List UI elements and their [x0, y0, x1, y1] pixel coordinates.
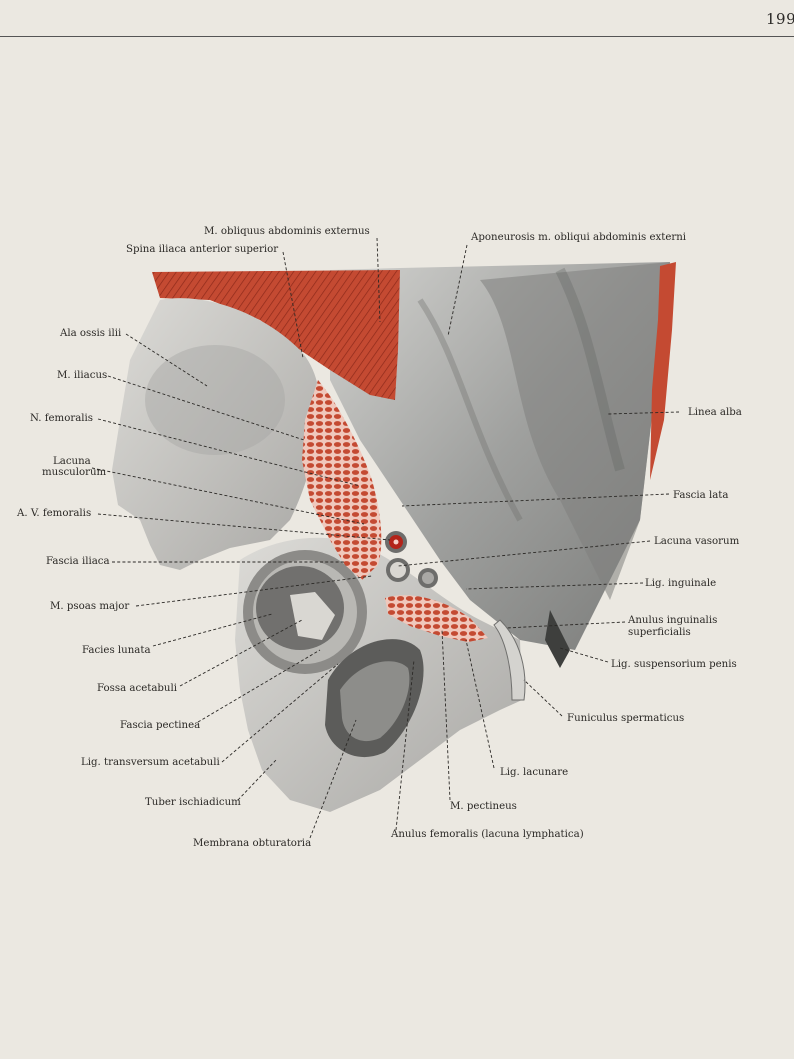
label-anulus-femoralis: Anulus femoralis (lacuna lymphatica): [391, 829, 584, 840]
label-membrana-obturatoria: Membrana obturatoria: [193, 838, 312, 849]
label-lig-lacunare: Lig. lacunare: [500, 767, 569, 778]
label-anulus-inguinalis-2: superficialis: [628, 627, 691, 638]
label-fascia-iliaca: Fascia iliaca: [46, 556, 110, 567]
label-lig-suspensorium: Lig. suspensorium penis: [611, 659, 737, 670]
label-m-iliacus: M. iliacus: [57, 370, 108, 381]
pectineus-muscle: [385, 595, 488, 642]
aponeurosis-shading: [480, 262, 670, 600]
label-lacuna-vasorum: Lacuna vasorum: [654, 536, 740, 547]
label-ala-ossis-ilii: Ala ossis ilii: [60, 328, 122, 339]
label-aponeurosis: Aponeurosis m. obliqui abdominis externi: [471, 232, 687, 243]
label-n-femoralis: N. femoralis: [30, 413, 94, 424]
fossa-acetabuli-shape: [290, 592, 335, 640]
label-fascia-lata: Fascia lata: [673, 490, 729, 501]
label-lig-transversum: Lig. transversum acetabuli: [81, 757, 220, 768]
leader-lines: [91, 237, 680, 839]
label-obliquus-externus: M. obliquus abdominis externus: [204, 226, 370, 237]
obliquus-muscle: [152, 270, 400, 400]
label-lacuna-musculorum-1: Lacuna: [53, 456, 91, 467]
label-lig-inguinale: Lig. inguinale: [645, 578, 717, 589]
label-av-femoralis: A. V. femoralis: [17, 508, 92, 519]
label-fascia-pectinea: Fascia pectinea: [120, 720, 201, 731]
funiculus-shape: [493, 619, 526, 701]
label-spina-iliaca: Spina iliaca anterior superior: [126, 244, 279, 255]
label-anulus-inguinalis-1: Anulus inguinalis: [628, 615, 718, 626]
page-number: 199: [766, 10, 794, 28]
label-linea-alba: Linea alba: [688, 407, 742, 418]
label-psoas-major: M. psoas major: [50, 601, 130, 612]
iliopsoas-muscle: [302, 380, 382, 580]
label-lacuna-musculorum-2: musculorum: [42, 467, 107, 478]
label-m-pectineus: M. pectineus: [450, 801, 517, 812]
rectus-edge: [650, 262, 676, 480]
label-facies-lunata: Facies lunata: [82, 645, 151, 656]
label-funiculus: Funiculus spermaticus: [567, 713, 685, 724]
ilium-bone: [112, 298, 320, 570]
label-tuber-ischiadicum: Tuber ischiadicum: [145, 797, 241, 808]
label-fossa-acetabuli: Fossa acetabuli: [97, 683, 177, 694]
header-rule: [0, 36, 794, 37]
